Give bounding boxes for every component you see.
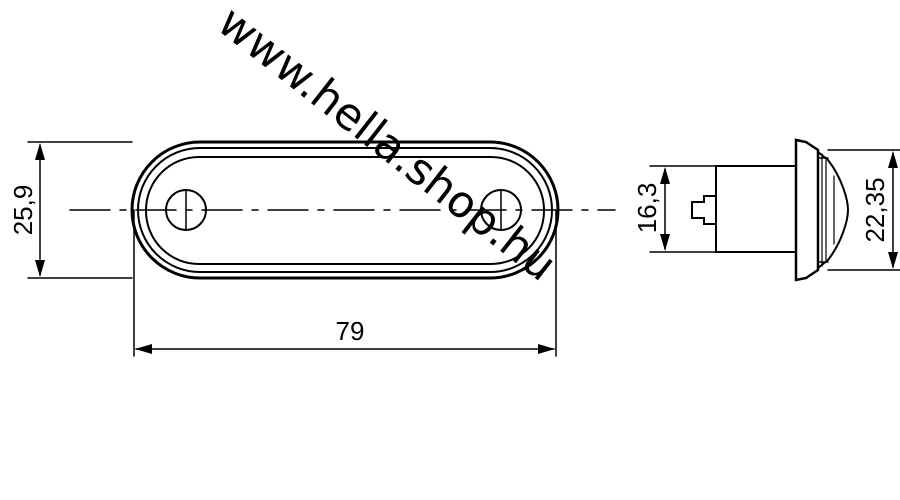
label-length: 79 [336, 316, 365, 346]
label-height-front: 25,9 [8, 185, 38, 236]
dimension-height-front [27, 141, 133, 279]
label-height-side-outer: 22,35 [860, 177, 890, 242]
lens-dome [817, 151, 850, 269]
dimension-height-side-inner [649, 165, 717, 253]
dimension-length [133, 209, 557, 357]
connector-body [715, 165, 797, 253]
side-view [691, 138, 850, 282]
front-view [69, 140, 616, 280]
dimension-height-side-outer [827, 149, 900, 271]
terminal-pin [691, 195, 717, 225]
flange [794, 138, 820, 282]
label-height-side-inner: 16,3 [632, 183, 662, 234]
